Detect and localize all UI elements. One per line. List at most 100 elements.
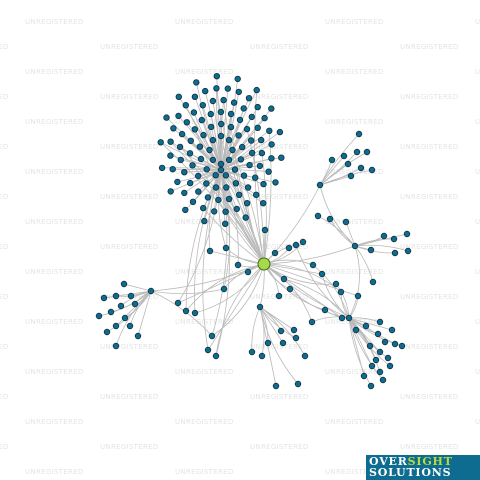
graph-node[interactable] bbox=[107, 308, 115, 316]
graph-node[interactable] bbox=[191, 309, 199, 317]
graph-node[interactable] bbox=[207, 123, 215, 131]
graph-node[interactable] bbox=[207, 110, 214, 118]
graph-node[interactable] bbox=[204, 194, 212, 201]
graph-node[interactable] bbox=[260, 180, 267, 188]
graph-node[interactable] bbox=[203, 180, 210, 187]
graph-node[interactable] bbox=[224, 85, 231, 92]
graph-node[interactable] bbox=[309, 261, 317, 269]
graph-node[interactable] bbox=[386, 362, 394, 370]
graph-node[interactable] bbox=[203, 166, 210, 173]
graph-node[interactable] bbox=[404, 247, 412, 255]
graph-node[interactable] bbox=[268, 155, 275, 162]
graph-node[interactable] bbox=[366, 342, 374, 350]
graph-node[interactable] bbox=[261, 226, 269, 234]
graph-node[interactable] bbox=[391, 340, 399, 348]
graph-node[interactable] bbox=[243, 199, 251, 207]
graph-node[interactable] bbox=[182, 101, 189, 109]
graph-node[interactable] bbox=[236, 116, 244, 124]
graph-node[interactable] bbox=[237, 156, 245, 163]
graph-node[interactable] bbox=[272, 179, 279, 186]
graph-node[interactable] bbox=[362, 322, 370, 330]
graph-node[interactable] bbox=[248, 113, 255, 121]
graph-node[interactable] bbox=[353, 148, 361, 156]
graph-node[interactable] bbox=[332, 280, 340, 288]
graph-node[interactable] bbox=[372, 356, 380, 364]
graph-node[interactable] bbox=[253, 191, 260, 198]
graph-node[interactable] bbox=[258, 136, 265, 144]
graph-node[interactable] bbox=[285, 244, 293, 252]
graph-node[interactable] bbox=[268, 105, 275, 112]
graph-node[interactable] bbox=[212, 171, 219, 179]
graph-node[interactable] bbox=[194, 172, 202, 180]
graph-node[interactable] bbox=[217, 166, 225, 174]
graph-node[interactable] bbox=[357, 164, 365, 172]
graph-node[interactable] bbox=[186, 150, 194, 157]
graph-node[interactable] bbox=[181, 168, 188, 176]
graph-node[interactable] bbox=[390, 235, 398, 243]
graph-node[interactable] bbox=[376, 348, 384, 356]
graph-node[interactable] bbox=[215, 196, 222, 204]
graph-node[interactable] bbox=[187, 137, 194, 144]
graph-node[interactable] bbox=[264, 339, 272, 347]
graph-node[interactable] bbox=[220, 96, 227, 104]
graph-node[interactable] bbox=[182, 307, 190, 315]
graph-node[interactable] bbox=[213, 85, 220, 92]
graph-node[interactable] bbox=[227, 110, 235, 118]
graph-node[interactable] bbox=[131, 300, 139, 308]
graph-node[interactable] bbox=[190, 109, 198, 116]
graph-node[interactable] bbox=[169, 165, 176, 173]
graph-node[interactable] bbox=[376, 318, 384, 326]
graph-node[interactable] bbox=[256, 303, 264, 311]
graph-node[interactable] bbox=[175, 93, 182, 100]
graph-node[interactable] bbox=[275, 292, 283, 300]
graph-node[interactable] bbox=[191, 93, 199, 100]
graph-node[interactable] bbox=[308, 318, 316, 326]
graph-node[interactable] bbox=[337, 288, 345, 296]
graph-node[interactable] bbox=[189, 198, 197, 205]
graph-node[interactable] bbox=[201, 217, 208, 225]
graph-node[interactable] bbox=[222, 244, 230, 252]
graph-node[interactable] bbox=[272, 382, 280, 390]
graph-node[interactable] bbox=[212, 352, 220, 360]
graph-node[interactable] bbox=[127, 292, 135, 300]
graph-node[interactable] bbox=[268, 141, 275, 148]
graph-node[interactable] bbox=[381, 338, 389, 346]
graph-node[interactable] bbox=[167, 138, 174, 145]
graph-node[interactable] bbox=[248, 149, 256, 157]
graph-node[interactable] bbox=[209, 156, 217, 164]
graph-node[interactable] bbox=[301, 352, 309, 360]
graph-node[interactable] bbox=[243, 125, 251, 133]
graph-node[interactable] bbox=[196, 143, 204, 150]
graph-node[interactable] bbox=[200, 131, 207, 139]
graph-node[interactable] bbox=[217, 132, 225, 140]
graph-node[interactable] bbox=[367, 382, 375, 390]
graph-node[interactable] bbox=[197, 155, 205, 163]
graph-node[interactable] bbox=[178, 130, 186, 138]
graph-node[interactable] bbox=[95, 312, 103, 320]
graph-node[interactable] bbox=[246, 161, 253, 169]
graph-node[interactable] bbox=[117, 302, 125, 310]
graph-node[interactable] bbox=[206, 146, 213, 154]
graph-node[interactable] bbox=[220, 285, 228, 293]
graph-node[interactable] bbox=[175, 112, 182, 120]
graph-node[interactable] bbox=[321, 306, 329, 314]
graph-node[interactable] bbox=[235, 132, 242, 139]
graph-node[interactable] bbox=[254, 103, 261, 111]
graph-node[interactable] bbox=[299, 238, 307, 246]
graph-node[interactable] bbox=[318, 270, 326, 278]
graph-node[interactable] bbox=[380, 232, 388, 240]
graph-node[interactable] bbox=[112, 292, 120, 300]
graph-node[interactable] bbox=[225, 156, 233, 164]
graph-node[interactable] bbox=[158, 164, 166, 172]
graph-node[interactable] bbox=[278, 154, 285, 161]
graph-node[interactable] bbox=[340, 152, 348, 160]
graph-node[interactable] bbox=[245, 94, 253, 102]
graph-node[interactable] bbox=[391, 249, 399, 257]
graph-node[interactable] bbox=[209, 136, 217, 144]
graph-node[interactable] bbox=[204, 346, 212, 354]
graph-node[interactable] bbox=[126, 322, 134, 330]
graph-node[interactable] bbox=[222, 172, 230, 179]
graph-node[interactable] bbox=[174, 178, 181, 186]
graph-node[interactable] bbox=[403, 230, 411, 238]
graph-node[interactable] bbox=[398, 342, 406, 350]
